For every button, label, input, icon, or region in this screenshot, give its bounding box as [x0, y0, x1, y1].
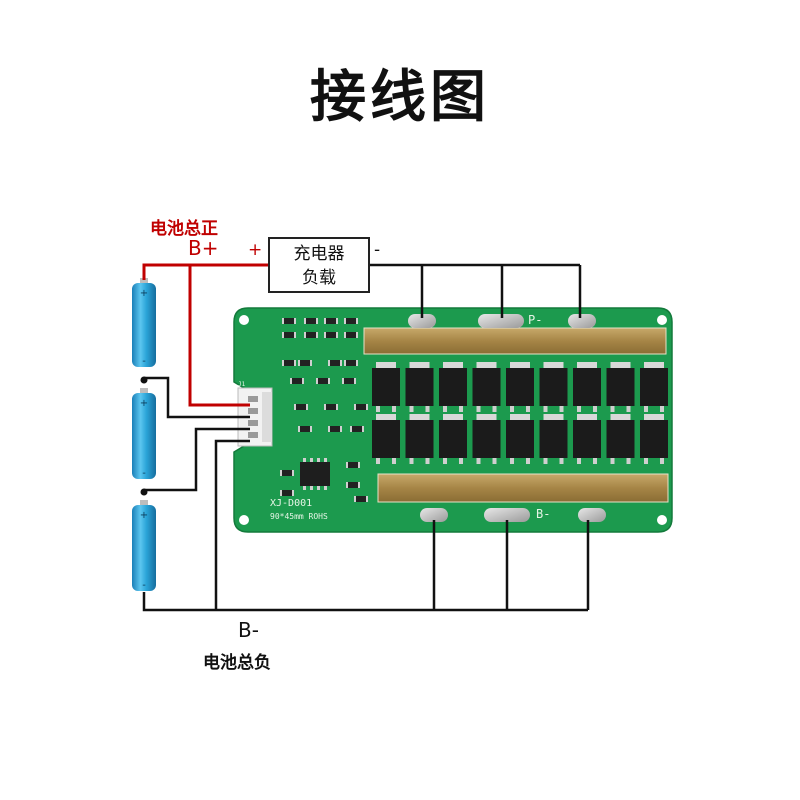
charger-label: 充电器 [293, 244, 345, 264]
connector-label: J1 [238, 381, 246, 388]
charger-load-box: 充电器 负载 [268, 237, 370, 293]
mount-hole [657, 515, 667, 525]
board-size-text: 90*45mm ROHS [270, 512, 328, 521]
smd-component [324, 332, 338, 338]
battery-negative-label: B- [238, 618, 259, 642]
mosfet [405, 414, 434, 464]
smd-component [324, 318, 338, 324]
ic-pins [303, 458, 327, 490]
smd-component [282, 360, 296, 366]
mosfet [439, 362, 467, 412]
svg-text:+: + [140, 398, 148, 409]
svg-text:-: - [142, 468, 146, 479]
mosfet [506, 414, 534, 464]
smd-component [328, 360, 342, 366]
mosfet [573, 362, 601, 412]
smd-component [304, 318, 318, 324]
b-minus-text: B- [536, 507, 550, 521]
smd-component [316, 378, 330, 384]
smd-component [344, 360, 358, 366]
smd-component [324, 404, 338, 410]
smd-component [298, 360, 312, 366]
smd-component [290, 378, 304, 384]
battery-cell-3: + - [132, 500, 156, 591]
smd-component [344, 332, 358, 338]
smd-component [298, 426, 312, 432]
mount-hole [239, 515, 249, 525]
mosfet [472, 414, 501, 464]
smd-component [304, 332, 318, 338]
mosfet [439, 414, 467, 464]
load-label: 负载 [302, 268, 336, 288]
p-minus-pad [478, 314, 524, 328]
connector-pins [248, 396, 258, 438]
charger-minus-sign: - [374, 240, 381, 260]
battery-negative-label-cn: 电池总负 [203, 653, 271, 673]
small-components [280, 318, 368, 502]
mosfet [573, 414, 601, 464]
smd-component [354, 496, 368, 502]
svg-text:-: - [142, 356, 146, 367]
mount-hole [239, 315, 249, 325]
pcb-board: XJ-D001 90*45mm ROHS P- B- J1 [233, 307, 673, 533]
p-minus-pad [408, 314, 436, 328]
connector-side [262, 392, 272, 442]
b-minus-pad [420, 508, 448, 522]
svg-text:+: + [140, 510, 148, 521]
mosfet [640, 414, 668, 464]
battery-cell-2: + - [132, 388, 156, 479]
mount-hole [657, 315, 667, 325]
b-minus-pad [578, 508, 606, 522]
svg-text:+: + [140, 288, 148, 299]
smd-component [282, 332, 296, 338]
smd-component [350, 426, 364, 432]
cell12-sense-wire [144, 376, 250, 419]
battery-cell-1: + - [132, 278, 156, 367]
smd-component [282, 318, 296, 324]
mosfet [372, 414, 400, 464]
smd-component [328, 426, 342, 432]
control-ic [300, 462, 330, 486]
battery-positive-label: B+ [188, 236, 219, 260]
cell23-sense-wire [144, 427, 250, 492]
smd-component [346, 482, 360, 488]
bottom-busbar [377, 473, 669, 503]
mosfet-array [372, 362, 668, 464]
mosfet [506, 362, 534, 412]
smd-component [346, 462, 360, 468]
charger-plus-sign: + [248, 240, 263, 260]
mosfet [606, 362, 635, 412]
mosfet [539, 362, 568, 412]
smd-component [280, 490, 294, 496]
smd-component [354, 404, 368, 410]
mosfet [606, 414, 635, 464]
smd-component [294, 404, 308, 410]
smd-component [344, 318, 358, 324]
page-title: 接线图 [310, 65, 490, 130]
mosfet [539, 414, 568, 464]
b-plus-to-charger-wire [142, 263, 268, 280]
positive-wires [142, 263, 268, 407]
battery-positive-label-cn: 电池总正 [150, 219, 218, 239]
svg-text:-: - [142, 580, 146, 591]
smd-component [342, 378, 356, 384]
mosfet [640, 362, 668, 412]
mosfet [372, 362, 400, 412]
negative-wires [142, 263, 590, 612]
mosfet [472, 362, 501, 412]
b-minus-bus-wire [142, 592, 588, 612]
top-busbar [363, 327, 667, 355]
smd-component [280, 470, 294, 476]
mosfet [405, 362, 434, 412]
b-minus-sense-wire [214, 439, 250, 610]
p-minus-pad [568, 314, 596, 328]
wire-junctions [140, 376, 148, 496]
board-model-text: XJ-D001 [270, 498, 312, 509]
b-plus-to-connector-wire [188, 265, 250, 407]
p-minus-text: P- [528, 313, 542, 327]
b-minus-pad [484, 508, 530, 522]
